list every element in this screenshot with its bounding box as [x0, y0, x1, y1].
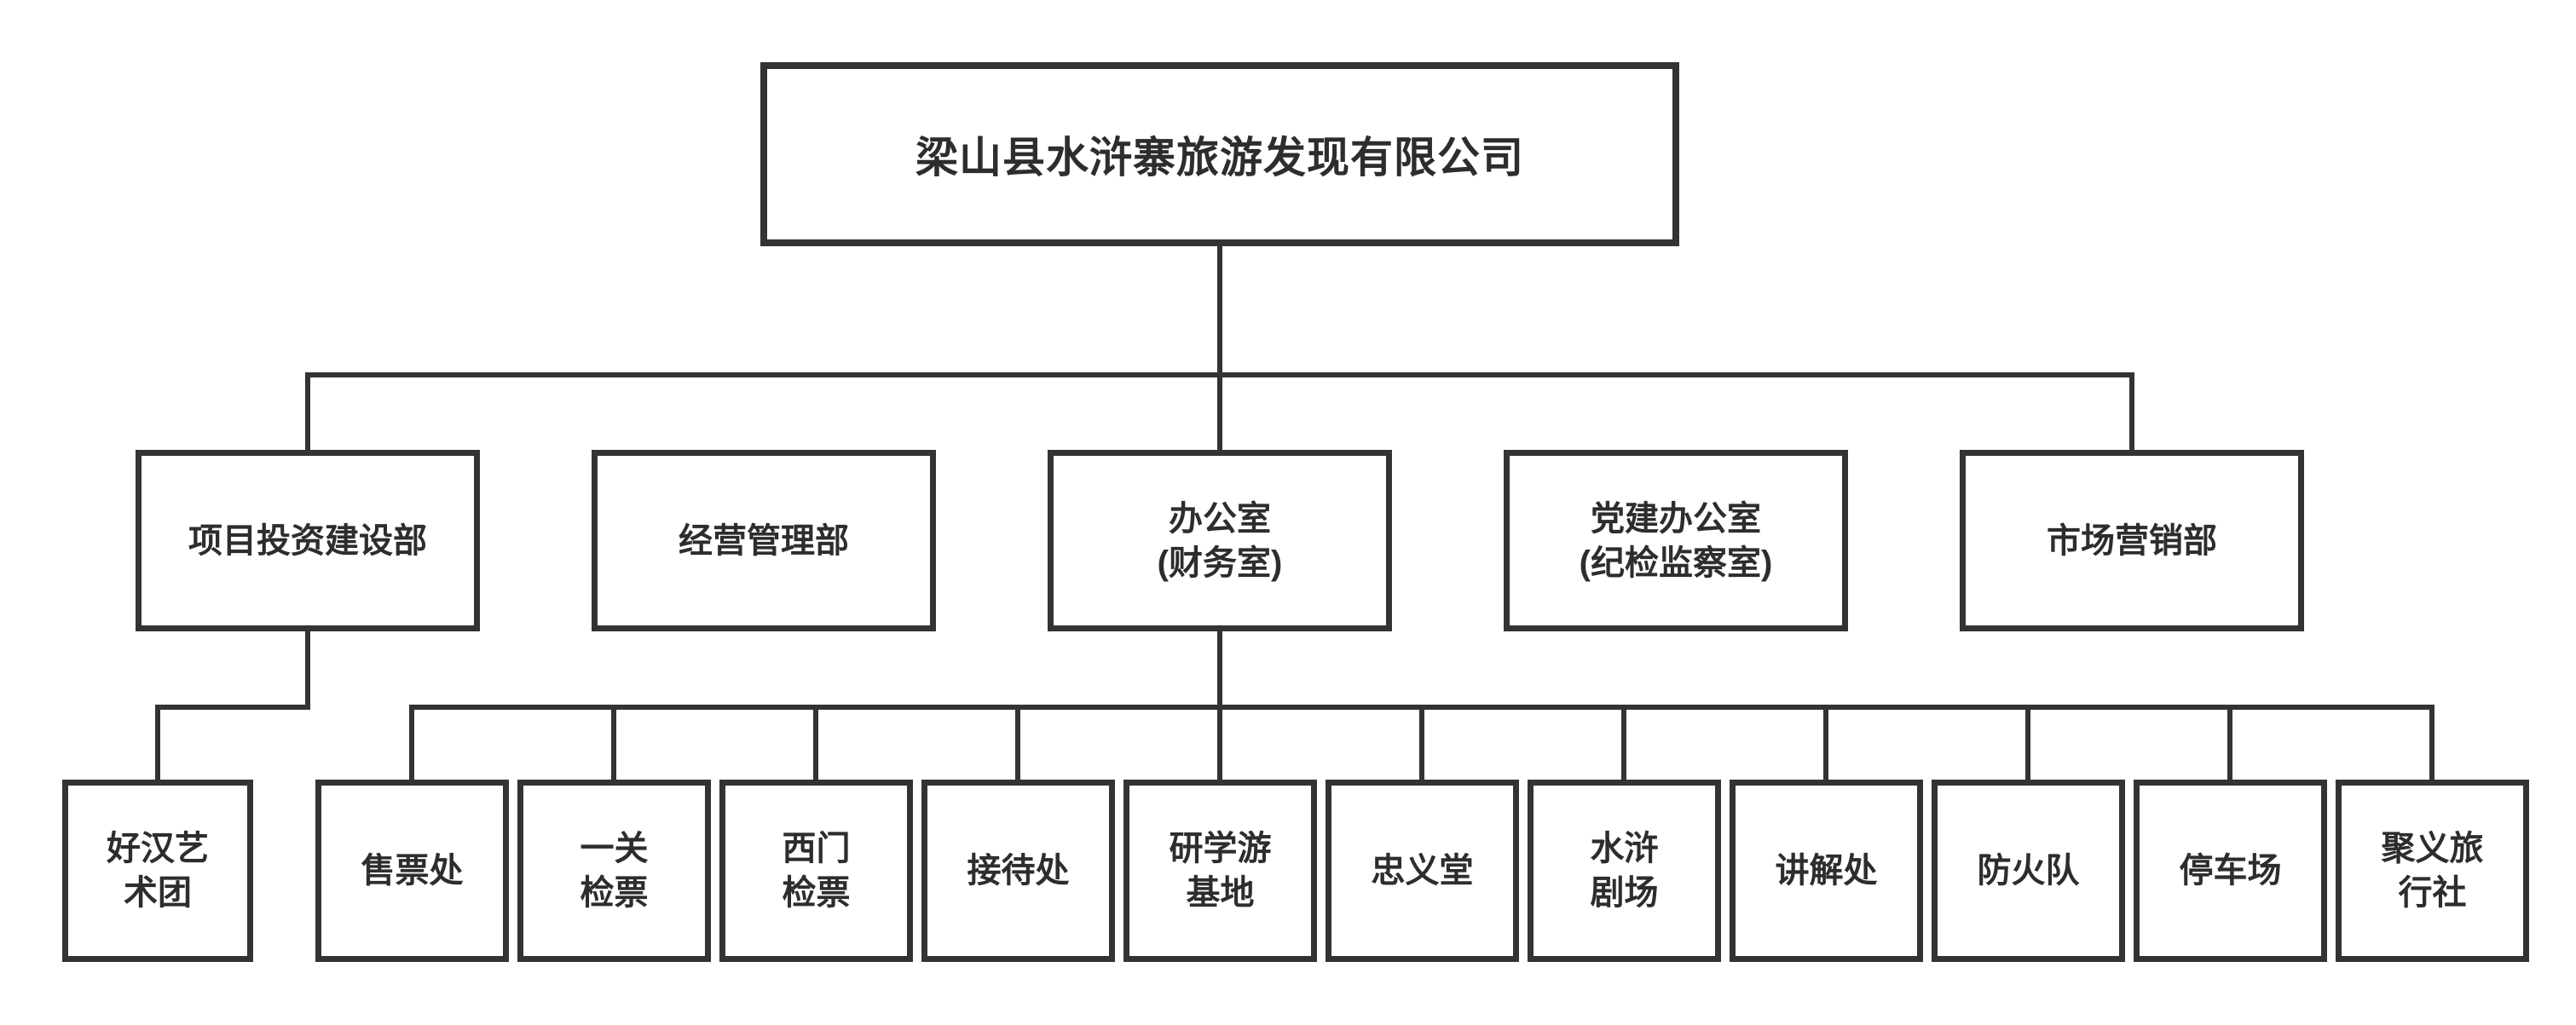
connector-drop-haohan-art-troupe	[155, 705, 160, 780]
node-haohan-art-troupe: 好汉艺 术团	[62, 780, 253, 962]
node-project-investment-dept: 项目投资建设部	[136, 450, 480, 631]
connector-drop-shuihu-theater	[1621, 705, 1626, 780]
connector-drop-reception	[1015, 705, 1020, 780]
node-guide-office: 讲解处	[1730, 780, 1923, 962]
company-name-label: 梁山县水浒寨旅游发现有限公司	[915, 134, 1524, 181]
node-study-tour-base: 研学游 基地	[1123, 780, 1317, 962]
connector-drop-yiguan-ticket-check	[611, 705, 616, 780]
node-parking-lot: 停车场	[2134, 780, 2327, 962]
node-fire-brigade: 防火队	[1932, 780, 2125, 962]
connector-drop-ximen-ticket-check	[813, 705, 818, 780]
connector-drop-marketing-dept	[2129, 372, 2134, 450]
node-party-building-office: 党建办公室 (纪检监察室)	[1504, 450, 1848, 631]
connector-root-vertical	[1217, 246, 1222, 377]
node-yiguan-ticket-check: 一关 检票	[517, 780, 711, 962]
node-reception: 接待处	[921, 780, 1115, 962]
connector-drop-juyi-travel-agency	[2429, 705, 2434, 780]
connector-drop-study-tour-base	[1217, 705, 1222, 780]
connector-drop-ticket-office	[409, 705, 414, 780]
node-shuihu-theater: 水浒 剧场	[1528, 780, 1721, 962]
connector-office-down	[1217, 631, 1222, 710]
connector-project-investment-down	[305, 631, 310, 710]
connector-drop-office	[1217, 372, 1222, 450]
connector-drop-fire-brigade	[2025, 705, 2030, 780]
connector-drop-project-investment-dept	[305, 372, 310, 450]
node-marketing-dept: 市场营销部	[1960, 450, 2304, 631]
connector-drop-guide-office	[1823, 705, 1828, 780]
node-office-finance: 办公室 (财务室)	[1048, 450, 1392, 631]
node-ximen-ticket-check: 西门 检票	[719, 780, 913, 962]
node-ticket-office: 售票处	[315, 780, 509, 962]
node-operations-management-dept: 经营管理部	[592, 450, 936, 631]
node-company: 梁山县水浒寨旅游发现有限公司	[760, 62, 1679, 246]
node-zhongyi-hall: 忠义堂	[1326, 780, 1519, 962]
node-juyi-travel-agency: 聚义旅 行社	[2336, 780, 2529, 962]
connector-haohan-elbow-horizontal	[155, 705, 310, 710]
connector-drop-zhongyi-hall	[1419, 705, 1424, 780]
connector-drop-parking-lot	[2227, 705, 2232, 780]
